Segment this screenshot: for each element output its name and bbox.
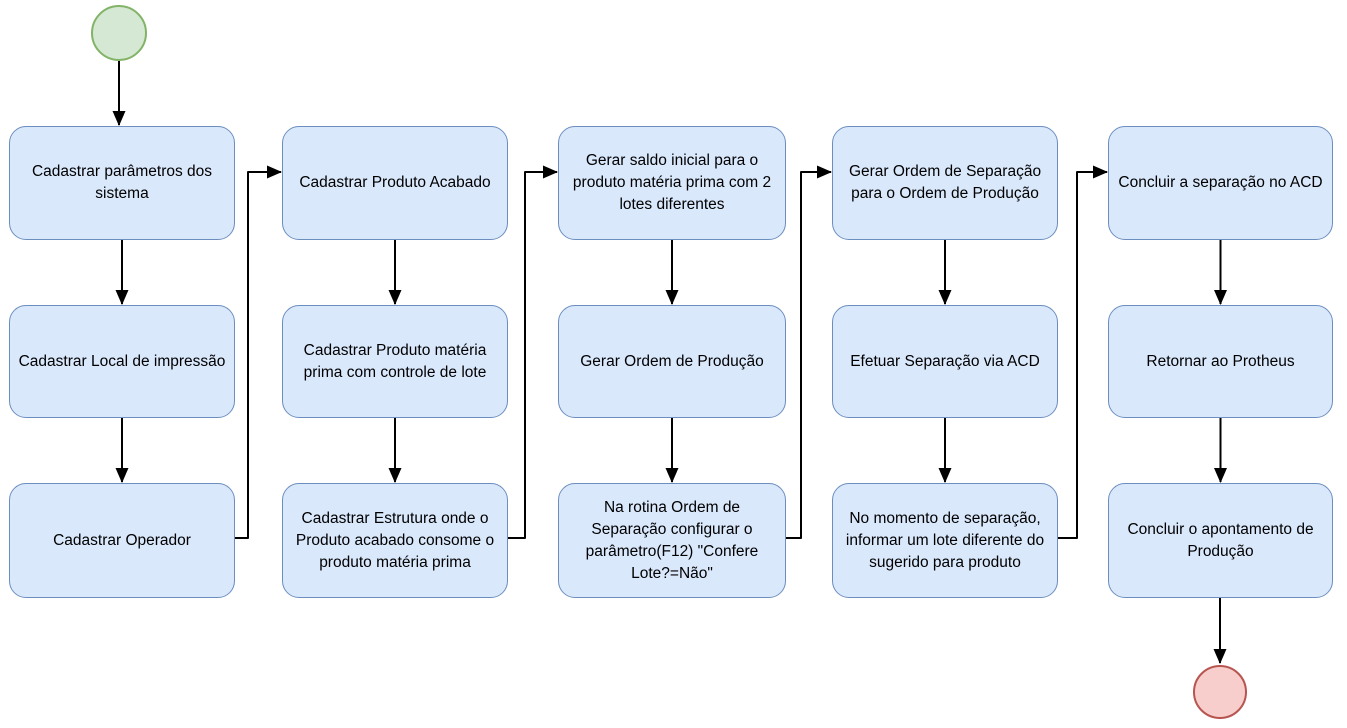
flow-step: Retornar ao Protheus [1108,305,1333,418]
flow-step: No momento de separação, informar um lot… [832,483,1058,598]
flow-step: Gerar saldo inicial para o produto matér… [558,126,786,240]
flow-step: Concluir o apontamento de Produção [1108,483,1333,598]
flow-arrow [1058,165,1108,539]
flow-step-label: Concluir o apontamento de Produção [1127,520,1314,560]
flow-step-label: Cadastrar Operador [53,531,191,549]
flow-step: Cadastrar Local de impressão [9,305,235,418]
flow-step: Efetuar Separação via ACD [832,305,1058,418]
flow-step-label: Na rotina Ordem de Separação configurar … [585,498,759,582]
flow-step: Gerar Ordem de Separação para o Ordem de… [832,126,1058,240]
flow-step: Concluir a separação no ACD [1108,126,1333,240]
flow-step-label: Efetuar Separação via ACD [850,352,1040,370]
flow-step-label: No momento de separação, informar um lot… [845,509,1045,571]
flow-step: Cadastrar Estrutura onde o Produto acaba… [282,483,508,598]
flow-step-label: Gerar Ordem de Separação para o Ordem de… [848,163,1042,202]
flow-step: Na rotina Ordem de Separação configurar … [558,483,786,598]
flow-step-label: Retornar ao Protheus [1146,352,1295,370]
end-node [1193,665,1247,719]
flow-step-label: Cadastrar Local de impressão [18,352,226,370]
flow-arrow [786,165,832,539]
flow-step-label: Cadastrar Produto matéria prima com cont… [303,341,487,381]
flow-arrow [508,165,558,539]
flow-step: Cadastrar Operador [9,483,235,598]
flow-step: Cadastrar Produto matéria prima com cont… [282,305,508,418]
flow-arrow [235,165,282,539]
flow-step-label: Cadastrar parâmetros dos sistema [31,163,213,202]
flow-step-label: Gerar saldo inicial para o produto matér… [572,152,772,213]
flow-step: Cadastrar parâmetros dos sistema [9,126,235,240]
flow-step-label: Gerar Ordem de Produção [580,352,764,370]
flow-step-label: Concluir a separação no ACD [1118,174,1323,191]
flow-step-label: Cadastrar Estrutura onde o Produto acaba… [295,509,495,571]
flow-step: Gerar Ordem de Produção [558,305,786,418]
flow-step: Cadastrar Produto Acabado [282,126,508,240]
flow-step-label: Cadastrar Produto Acabado [299,174,491,191]
start-node [91,5,147,61]
